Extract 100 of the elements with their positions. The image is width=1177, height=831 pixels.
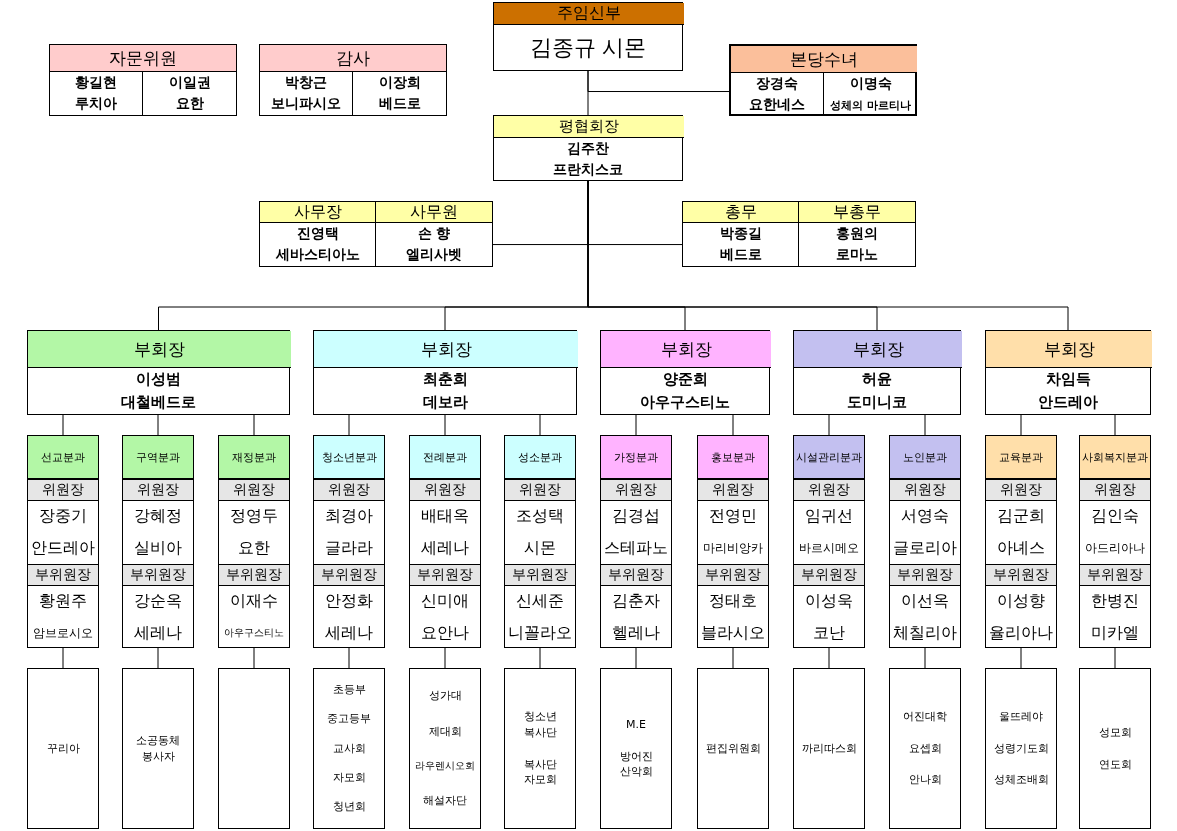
group-name: 연도회 <box>1098 756 1132 773</box>
connector-line <box>444 414 446 436</box>
role-label: 부위원장 <box>219 564 289 586</box>
group-name: 성모회 <box>1098 724 1132 741</box>
connector-line <box>348 647 350 669</box>
person-name: 로마노 <box>836 246 878 265</box>
person-name: 황길현 <box>75 73 117 92</box>
position-header: 재정분과 <box>219 436 289 479</box>
group-name: 복사단 자모회 <box>522 756 558 789</box>
group-name: 꾸리아 <box>46 740 80 757</box>
person-name: 실비아 <box>134 537 182 559</box>
role-label: 위원장 <box>410 479 480 501</box>
person-name: 박종길 <box>719 224 762 243</box>
connector-line <box>1114 414 1116 436</box>
role-label: 위원장 <box>698 479 768 501</box>
person-name: 신미애 <box>421 591 469 613</box>
role-label: 부위원장 <box>986 564 1056 586</box>
group-name: 초등부 <box>332 682 366 699</box>
person-name: 허윤 <box>862 370 892 389</box>
connector-line <box>635 647 637 669</box>
member-table <box>259 201 493 267</box>
person-name: 김군희 <box>997 506 1045 528</box>
group-name: 편집위원회 <box>705 740 761 757</box>
person-name: 차임득 <box>1045 370 1091 389</box>
committee-box <box>793 435 865 648</box>
person-name: 강순옥 <box>134 591 182 613</box>
group-name: 소공동체 봉사자 <box>135 732 181 765</box>
person-name: 정태호 <box>709 591 757 613</box>
group-name: 성가대 <box>428 688 462 705</box>
position-box <box>493 2 683 71</box>
position-box <box>493 115 683 181</box>
position-header: 본당수녀 <box>731 46 917 73</box>
role-label: 부위원장 <box>794 564 864 586</box>
person-name: 배태옥 <box>421 506 469 528</box>
position-header: 전례분과 <box>410 436 480 479</box>
connector-line <box>732 414 734 436</box>
position-header: 사무원 <box>376 202 492 223</box>
person-name: 아녜스 <box>997 537 1045 559</box>
person-name: 최춘희 <box>422 370 468 389</box>
connector-line <box>828 414 830 436</box>
person-name: 체칠리아 <box>893 622 957 644</box>
connector-line <box>924 414 926 436</box>
committee-box <box>313 435 385 648</box>
role-label: 부위원장 <box>698 564 768 586</box>
person-name: 이성욱 <box>805 591 853 613</box>
group-box <box>409 668 481 829</box>
group-name: 라우렌시오회 <box>415 758 475 773</box>
position-header: 평협회장 <box>494 116 684 138</box>
group-name: 성령기도회 <box>993 740 1049 757</box>
position-box <box>600 330 770 415</box>
connector-line <box>828 647 830 669</box>
person-name: 시몬 <box>524 537 556 559</box>
connector-line <box>253 414 255 436</box>
person-name: 세레나 <box>325 622 373 644</box>
person-name: 김종규 시몬 <box>529 33 647 62</box>
group-name: 교사회 <box>332 740 366 757</box>
committee-box <box>889 435 961 648</box>
role-label: 위원장 <box>314 479 384 501</box>
person-name: 김경섭 <box>612 506 660 528</box>
person-name: 아우구스티노 <box>640 393 730 412</box>
person-name: 니꼴라오 <box>508 622 572 644</box>
position-header: 주임신부 <box>494 3 684 25</box>
person-name: 엘리사벳 <box>406 246 462 265</box>
position-header: 부회장 <box>601 331 771 368</box>
position-header: 총무 <box>683 202 799 223</box>
connector-line <box>1114 647 1116 669</box>
person-name: 이장희 <box>378 73 421 92</box>
group-name: 어진대학 <box>903 708 947 725</box>
connector-line <box>157 414 159 436</box>
committee-box <box>600 435 672 648</box>
role-label: 위원장 <box>601 479 671 501</box>
person-name: 안드레아 <box>31 537 95 559</box>
group-name: 청소년 복사단 <box>522 708 558 741</box>
role-label: 부위원장 <box>410 564 480 586</box>
person-name: 성체의 마르티나 <box>830 97 911 113</box>
position-header: 부회장 <box>28 331 291 368</box>
group-box <box>313 668 385 829</box>
committee-box <box>697 435 769 648</box>
committee-box <box>122 435 194 648</box>
person-name: 요한 <box>175 95 204 114</box>
person-name: 세바스티아노 <box>275 246 360 265</box>
person-name: 세레나 <box>421 537 469 559</box>
group-name: 성체조배회 <box>993 772 1049 789</box>
group-box <box>697 668 769 829</box>
group-name: 자모회 <box>332 769 366 786</box>
person-name: 율리아나 <box>989 622 1053 644</box>
position-box <box>313 330 577 415</box>
role-label: 위원장 <box>505 479 575 501</box>
role-label: 부위원장 <box>505 564 575 586</box>
group-name: 중고등부 <box>327 711 371 728</box>
position-header: 사무장 <box>260 202 376 223</box>
position-box <box>27 330 290 415</box>
position-header: 홍보분과 <box>698 436 768 479</box>
group-name: 방어진 산악회 <box>618 748 654 781</box>
person-name: 글로리아 <box>893 537 957 559</box>
connector-line <box>253 647 255 669</box>
position-header: 청소년분과 <box>314 436 384 479</box>
committee-box <box>27 435 99 648</box>
person-name: 바르시메오 <box>799 539 859 557</box>
position-header: 선교분과 <box>28 436 98 479</box>
